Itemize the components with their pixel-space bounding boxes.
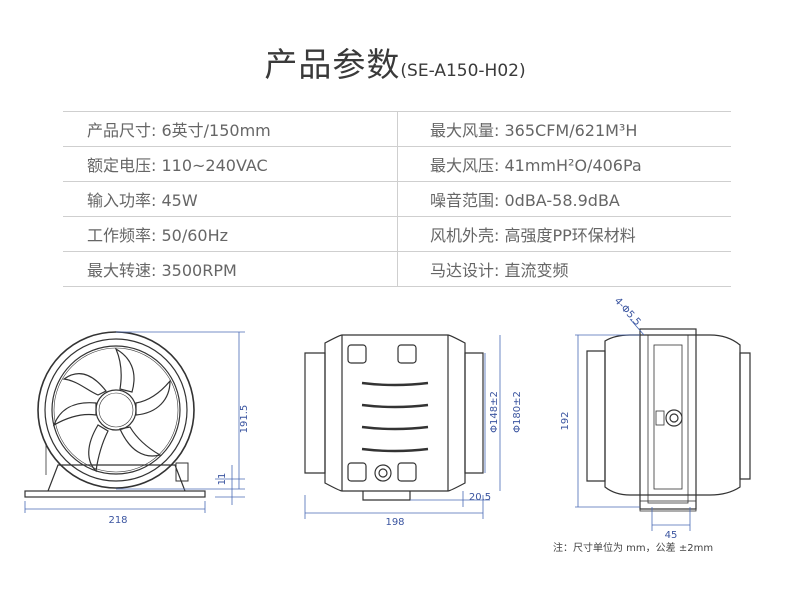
spec-item: 马达设计: 直流变频: [397, 252, 731, 286]
title-main: 产品参数: [264, 45, 401, 84]
spec-row: 工作频率: 50/60Hz 风机外壳: 高强度PP环保材料: [63, 217, 731, 252]
spec-item: 噪音范围: 0dBA-58.9dBA: [397, 182, 731, 216]
side-dimensions: [304, 335, 501, 519]
side-width-label: 198: [385, 517, 404, 528]
spec-row: 产品尺寸: 6英寸/150mm 最大风量: 365CFM/621M³H: [63, 112, 731, 147]
spec-item: 风机外壳: 高强度PP环保材料: [397, 217, 731, 251]
back-view-drawing: [586, 328, 751, 512]
drawings-svg: 191.5 11 218: [24, 296, 751, 541]
spec-item: 最大风量: 365CFM/621M³H: [397, 112, 731, 146]
side-view-drawing: [304, 334, 484, 501]
spec-table: 产品尺寸: 6英寸/150mm 最大风量: 365CFM/621M³H 额定电压…: [63, 111, 731, 287]
front-width-label: 218: [108, 515, 127, 526]
spec-item: 额定电压: 110~240VAC: [87, 156, 268, 175]
side-base-label: 20.5: [469, 492, 491, 503]
side-outer-dia-label: Φ180±2: [512, 391, 523, 433]
spec-row: 最大转速: 3500RPM 马达设计: 直流变频: [63, 252, 731, 287]
side-inner-dia-label: Φ148±2: [489, 391, 500, 433]
front-dimensions: [24, 331, 245, 513]
front-view-drawing: [24, 331, 206, 498]
spec-row: 额定电压: 110~240VAC 最大风压: 41mmH²O/406Pa: [63, 147, 731, 182]
technical-drawings: 191.5 11 218: [0, 295, 790, 565]
back-height-label: 192: [560, 411, 571, 430]
back-mount-label: 45: [665, 530, 678, 541]
spec-row: 输入功率: 45W 噪音范围: 0dBA-58.9dBA: [63, 182, 731, 217]
front-base-label: 11: [217, 473, 228, 486]
spec-item: 工作频率: 50/60Hz: [87, 226, 229, 245]
front-height-label: 191.5: [239, 405, 250, 434]
spec-item: 产品尺寸: 6英寸/150mm: [87, 121, 271, 140]
title-model: (SE-A150-H02): [400, 61, 526, 81]
page-title: 产品参数(SE-A150-H02): [0, 38, 790, 86]
unit-note: 注：尺寸单位为 mm，公差 ±2mm: [553, 543, 714, 554]
back-dimensions: [575, 318, 691, 531]
back-holes-label: 4-Φ5.5: [612, 296, 643, 328]
spec-item: 最大风压: 41mmH²O/406Pa: [397, 147, 731, 181]
spec-item: 输入功率: 45W: [87, 191, 198, 210]
spec-item: 最大转速: 3500RPM: [87, 261, 237, 280]
